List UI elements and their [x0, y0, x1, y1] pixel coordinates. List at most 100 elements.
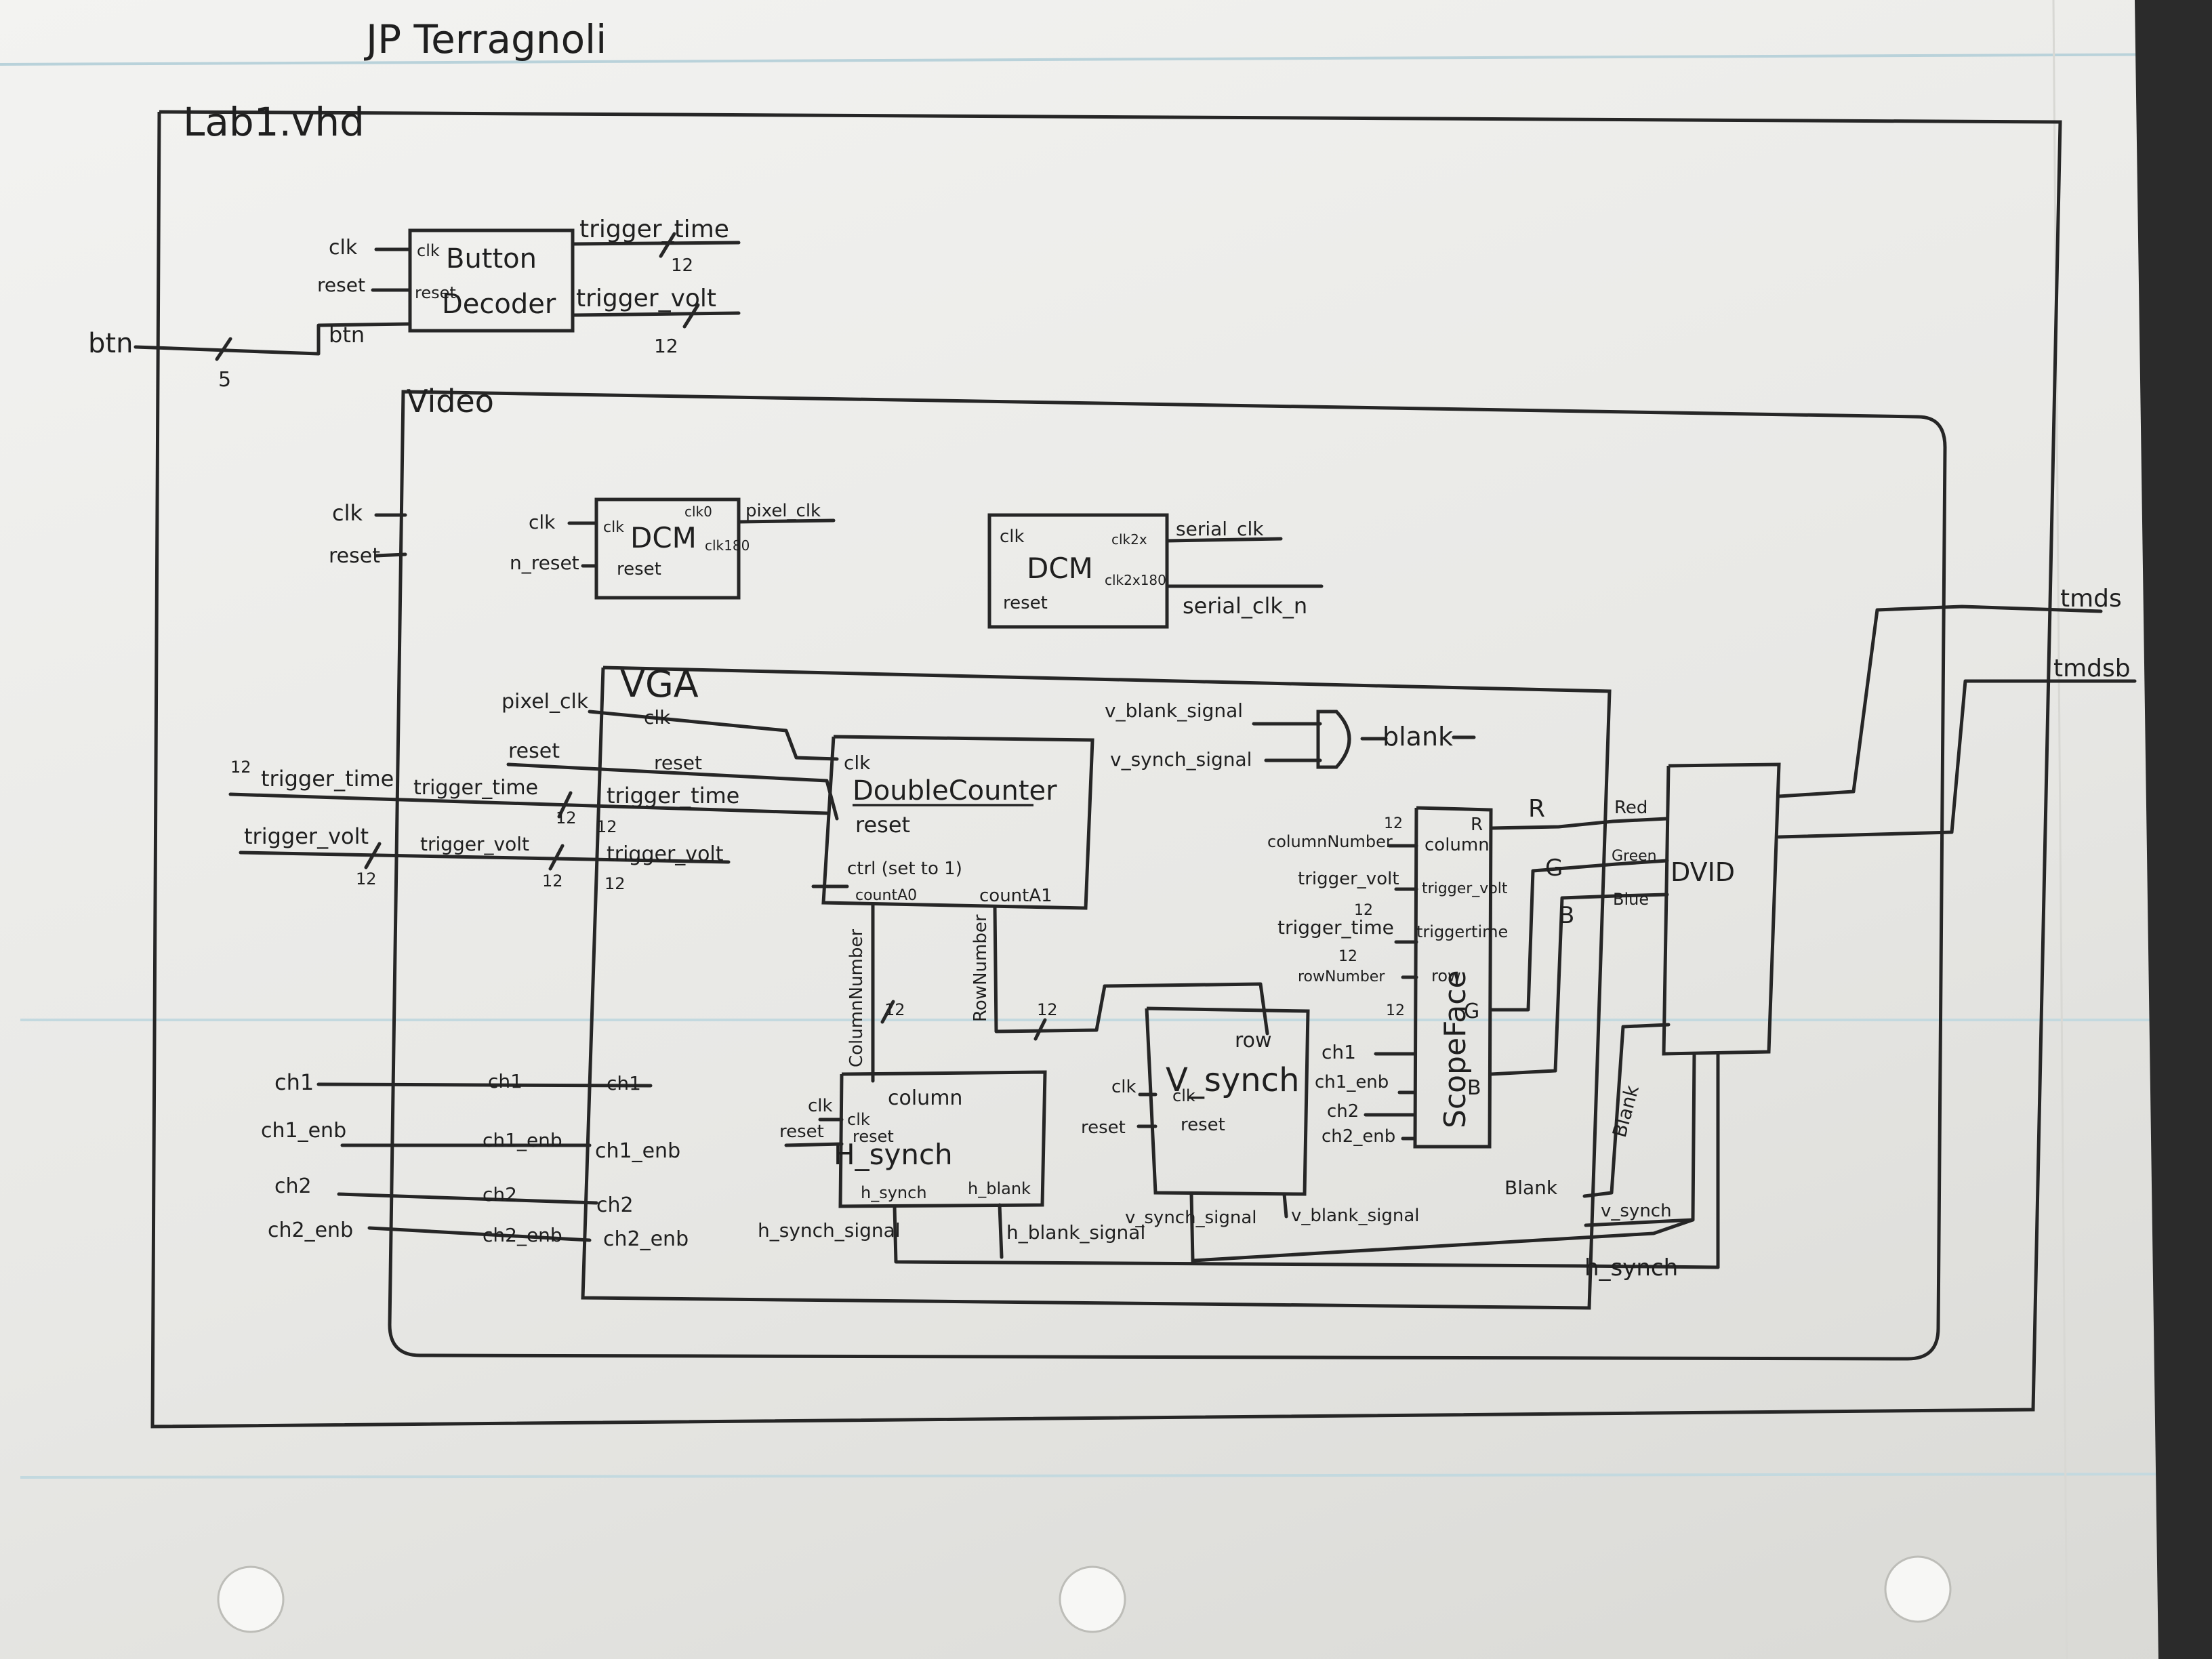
- dvid-box: [1664, 764, 1779, 1054]
- row-number-wire: [995, 907, 1267, 1033]
- btn-input-label: btn: [88, 328, 133, 359]
- vga-in-reset: reset: [508, 739, 560, 763]
- vs-port-reset: reset: [1181, 1115, 1225, 1135]
- video-in-clk: clk: [332, 500, 363, 526]
- trigger-volt-wire: [573, 313, 739, 315]
- v-synch-box: [1147, 1008, 1308, 1194]
- vga-port-trigger-volt: trigger_volt: [607, 842, 724, 866]
- dvid-label: DVID: [1671, 857, 1735, 887]
- sf-port-column: column: [1425, 835, 1490, 855]
- vga-in-ch2: ch2: [274, 1174, 312, 1198]
- dcm2-port-reset: reset: [1003, 593, 1048, 613]
- hs-port-h-blank: h_blank: [968, 1179, 1031, 1198]
- video-module-label: Video: [407, 383, 494, 419]
- btn-wire: [136, 324, 410, 354]
- h-blank-wire: [1000, 1205, 1002, 1257]
- blank-gate-in2: v_synch_signal: [1110, 748, 1252, 771]
- sf-in-ch2-enb: ch2_enb: [1322, 1126, 1395, 1147]
- sf-in-column-width: 12: [1384, 815, 1403, 832]
- dvid-in-blank: Blank: [1608, 1082, 1643, 1140]
- vs-in-reset: reset: [1081, 1118, 1126, 1138]
- vga-port-ch1-enb: ch1_enb: [595, 1139, 680, 1163]
- g-wire: [1491, 861, 1667, 1010]
- top-module-label: Lab1.vhd: [183, 99, 365, 145]
- blank-gate-in1: v_blank_signal: [1105, 699, 1243, 722]
- dc-port-count-a: countA0: [855, 887, 917, 904]
- dvid-port-green: Green: [1612, 848, 1657, 865]
- dvid-in-blank-label: Blank: [1504, 1176, 1558, 1199]
- vga-clk-wire: [590, 712, 837, 759]
- dcm2-port-clk: clk: [1000, 527, 1025, 547]
- sf-port-g: G: [1464, 1000, 1479, 1023]
- sf-port-trigger-time: triggertime: [1416, 922, 1508, 941]
- b-wire: [1491, 895, 1667, 1074]
- dc-port-reset: reset: [855, 812, 910, 838]
- dvid-in-v-synch: v_synch: [1601, 1201, 1672, 1221]
- dcm1-out-pixel-clk: pixel_clk: [745, 501, 821, 521]
- vga-in-trigger-time-width: 12: [230, 758, 251, 777]
- vga-in-ch1: ch1: [274, 1069, 314, 1095]
- ch2-wire: [339, 1194, 596, 1203]
- video-ch1: ch1: [488, 1070, 523, 1092]
- vs-port-clk: clk: [1172, 1086, 1195, 1105]
- author-name: JP Terragnoli: [364, 16, 607, 62]
- button-decoder-label-line2: Decoder: [442, 289, 556, 320]
- vga-port-ch1: ch1: [607, 1072, 641, 1094]
- double-counter-label: DoubleCounter: [853, 775, 1057, 806]
- vga-in-trigger-volt: trigger_volt: [244, 823, 369, 849]
- vga-port-clk: clk: [644, 706, 671, 729]
- r-wire: [1491, 819, 1667, 828]
- tmds-wire: [1779, 607, 2101, 796]
- vga-in-ch1-enb: ch1_enb: [261, 1119, 346, 1143]
- dc-port-ctrl: ctrl (set to 1): [847, 859, 962, 879]
- sf-in-column: columnNumber: [1267, 832, 1393, 851]
- hs-port-column: column: [888, 1086, 962, 1110]
- video-out-tmdsb: tmdsb: [2053, 655, 2131, 682]
- sf-out-b: B: [1559, 902, 1574, 929]
- sf-in-trigger-time: trigger_time: [1277, 916, 1394, 939]
- scope-face-label: ScopeFace: [1438, 970, 1473, 1128]
- row-width: 12: [1037, 1000, 1058, 1019]
- video-ch2-enb: ch2_enb: [483, 1224, 562, 1246]
- sf-port-b: B: [1467, 1076, 1481, 1100]
- sf-row-width: 12: [1386, 1002, 1405, 1019]
- bd-width-time: 12: [671, 255, 693, 276]
- dcm2-port-clk2x180: clk2x180: [1105, 572, 1166, 588]
- sf-in-time-width: 12: [1338, 948, 1357, 965]
- sf-port-r: R: [1471, 815, 1483, 835]
- bd-width-volt: 12: [654, 335, 678, 357]
- bd-in-reset: reset: [317, 274, 365, 296]
- sf-in-ch1-enb: ch1_enb: [1315, 1072, 1389, 1092]
- hs-reset-wire: [786, 1144, 842, 1145]
- vga-width-volt-2: 12: [542, 872, 563, 890]
- vga-port-reset: reset: [654, 752, 702, 774]
- bd-port-btn: btn: [329, 322, 365, 348]
- vs-out-v-blank: v_blank_signal: [1291, 1206, 1420, 1226]
- tmdsb-wire: [1779, 681, 2135, 837]
- sf-in-row: rowNumber: [1298, 968, 1385, 985]
- vga-width-time: 12: [556, 808, 577, 827]
- column-width: 12: [884, 1000, 905, 1019]
- vga-port-trigger-time: trigger_time: [607, 783, 739, 808]
- sf-port-trigger-volt: trigger_volt: [1422, 880, 1508, 897]
- hs-in-clk: clk: [808, 1096, 833, 1116]
- dvid-port-blue: Blue: [1613, 890, 1649, 909]
- dcm1-label: DCM: [630, 521, 697, 554]
- dcm1-port-clk0: clk0: [684, 504, 712, 520]
- vga-module-label: VGA: [620, 663, 699, 705]
- btn-width: 5: [218, 368, 231, 392]
- video-in-reset: reset: [329, 544, 380, 568]
- bd-port-reset: reset: [415, 283, 456, 302]
- dcm1-in-reset: n_reset: [510, 552, 579, 574]
- hs-port-clk: clk: [847, 1110, 870, 1129]
- dvid-in-h-synch: h_synch: [1584, 1254, 1678, 1282]
- vs-port-row: row: [1235, 1029, 1272, 1052]
- sf-in-ch1: ch1: [1322, 1041, 1356, 1063]
- dc-port-clk: clk: [844, 752, 871, 774]
- sf-in-trigger-volt: trigger_volt: [1298, 869, 1399, 889]
- vga-port-ch2-enb: ch2_enb: [603, 1227, 689, 1251]
- sf-out-g: G: [1545, 855, 1563, 882]
- hs-out-h-synch: h_synch_signal: [758, 1219, 901, 1242]
